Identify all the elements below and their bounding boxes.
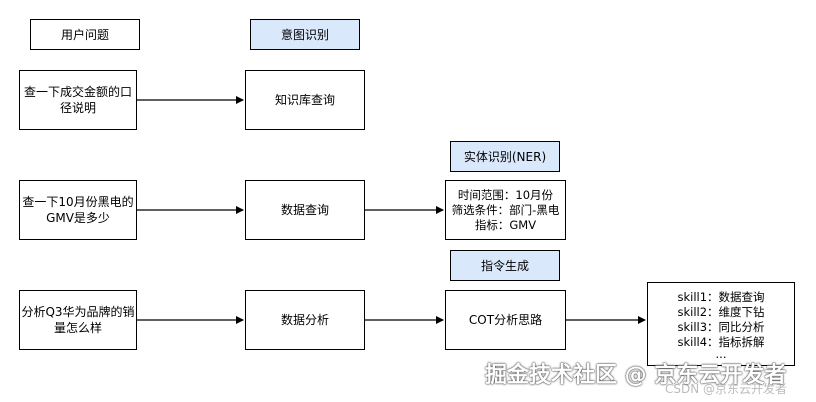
header-intent: 意图识别 xyxy=(250,19,360,50)
skill-4: skill4：指标拆解 xyxy=(677,335,765,349)
skill-1: skill1：数据查询 xyxy=(677,290,765,304)
question-box-1: 查一下成交金额的口 径说明 xyxy=(19,70,137,130)
question-2-line-2: GMV是多少 xyxy=(46,211,110,225)
watermark-main: 掘金技术社区 @ 京东云开发者 xyxy=(485,363,787,388)
cot-label: COT分析思路 xyxy=(468,313,543,327)
header-user-question: 用户问题 xyxy=(30,19,140,50)
skill-3: skill3：同比分析 xyxy=(677,320,765,334)
header-ner: 实体识别(NER) xyxy=(450,141,560,172)
header-instruction: 指令生成 xyxy=(450,250,560,281)
header-intent-label: 意图识别 xyxy=(280,27,329,42)
ner-result-filter: 筛选条件：部门-黑电 xyxy=(451,202,560,217)
action-1-label: 知识库查询 xyxy=(274,93,335,107)
ner-result-time: 时间范围：10月份 xyxy=(457,187,554,202)
question-2-line-1: 查一下10月份黑电的 xyxy=(22,195,134,209)
skill-2: skill2：维度下钻 xyxy=(677,305,765,319)
skill-more: ... xyxy=(715,347,727,361)
action-box-3: 数据分析 xyxy=(245,290,365,350)
ner-result-box: 时间范围：10月份 筛选条件：部门-黑电 指标：GMV xyxy=(445,180,566,240)
question-1-line-1: 查一下成交金额的口 xyxy=(24,85,133,99)
header-instruction-label: 指令生成 xyxy=(480,258,529,273)
question-1-line-2: 径说明 xyxy=(60,101,97,115)
header-user-question-label: 用户问题 xyxy=(60,27,109,42)
question-3-line-2: 量怎么样 xyxy=(53,321,102,335)
action-3-label: 数据分析 xyxy=(280,313,329,327)
action-2-label: 数据查询 xyxy=(280,203,329,217)
header-ner-label: 实体识别(NER) xyxy=(463,149,547,164)
action-box-1: 知识库查询 xyxy=(245,70,365,130)
question-box-3: 分析Q3华为品牌的销 量怎么样 xyxy=(19,290,137,350)
ner-result-metric: 指标：GMV xyxy=(474,217,537,232)
question-3-line-1: 分析Q3华为品牌的销 xyxy=(21,305,135,319)
action-box-2: 数据查询 xyxy=(245,180,365,240)
question-box-2: 查一下10月份黑电的 GMV是多少 xyxy=(19,180,137,240)
cot-box: COT分析思路 xyxy=(445,290,566,350)
skills-box: skill1：数据查询 skill2：维度下钻 skill3：同比分析 skil… xyxy=(647,282,795,366)
watermark-sub: CSDN @京东云开发者 xyxy=(665,382,788,396)
